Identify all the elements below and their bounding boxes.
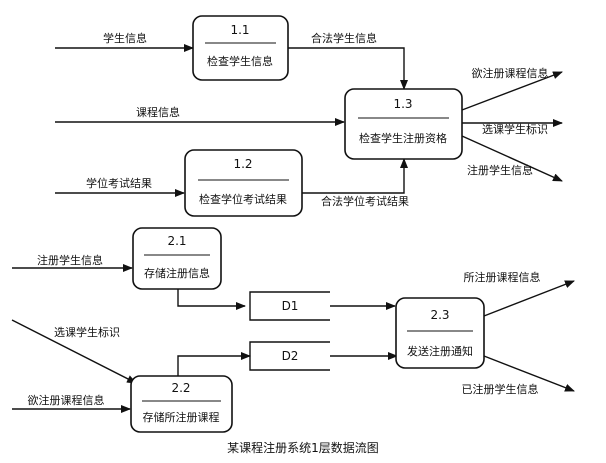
- flow-label-course-select-id-out: 选课学生标识: [482, 122, 548, 136]
- flow-label-registered-student-in: 注册学生信息: [37, 253, 103, 267]
- flow-line-wanted-courses-out: [461, 71, 563, 111]
- flow-label-registered-courses: 所注册课程信息: [464, 270, 541, 284]
- flow-label-wanted-courses-in: 欲注册课程信息: [28, 393, 105, 407]
- diagram-caption: 某课程注册系统1层数据流图: [227, 440, 379, 455]
- data-store-d2-label: D2: [282, 349, 299, 363]
- data-store-d2: D2: [249, 341, 330, 371]
- flow-line-valid-student-info: [288, 47, 408, 90]
- flow-line-2-1-to-d1: [177, 289, 246, 310]
- flow-line-valid-degree-exam: [302, 158, 408, 194]
- process-2-3: 2.3 发送注册通知: [395, 297, 485, 369]
- flow-line-course-select-id-in: [11, 319, 137, 384]
- data-store-d1-label: D1: [282, 299, 299, 313]
- process-2-2: 2.2 存储所注册课程: [130, 375, 233, 433]
- process-1-3: 1.3 检查学生注册资格: [344, 88, 463, 160]
- process-2-1: 2.1 存储注册信息: [132, 227, 222, 290]
- process-1-2-name: 检查学位考试结果: [199, 192, 287, 206]
- process-1-1-name: 检查学生信息: [207, 54, 273, 68]
- process-2-3-id: 2.3: [430, 308, 449, 322]
- process-2-1-id: 2.1: [167, 234, 186, 248]
- flow-label-course-info: 课程信息: [136, 105, 180, 119]
- process-1-1-id: 1.1: [230, 23, 249, 37]
- flow-label-registered-students: 已注册学生信息: [462, 382, 539, 396]
- process-1-2: 1.2 检查学位考试结果: [184, 149, 303, 217]
- flow-line-registered-students-out: [483, 355, 575, 392]
- flow-label-degree-exam: 学位考试结果: [86, 176, 152, 190]
- process-1-1: 1.1 检查学生信息: [192, 15, 289, 81]
- flow-label-valid-degree-exam: 合法学位考试结果: [321, 194, 409, 208]
- process-1-3-id: 1.3: [393, 97, 412, 111]
- process-2-3-name: 发送注册通知: [407, 344, 473, 358]
- data-store-d1: D1: [249, 291, 330, 321]
- process-1-2-id: 1.2: [233, 157, 252, 171]
- process-2-1-name: 存储注册信息: [144, 266, 210, 280]
- flow-label-course-select-id-in: 选课学生标识: [54, 325, 120, 339]
- process-1-3-name: 检查学生注册资格: [359, 131, 447, 145]
- process-2-2-name: 存储所注册课程: [143, 410, 220, 424]
- flow-line-registered-student-out: [461, 135, 563, 182]
- flow-label-valid-student-info: 合法学生信息: [311, 31, 377, 45]
- flow-label-registered-student-out: 注册学生信息: [467, 163, 533, 177]
- process-2-2-id: 2.2: [171, 381, 190, 395]
- flow-line-registered-courses-out: [483, 280, 575, 317]
- flow-label-wanted-courses-out: 欲注册课程信息: [472, 66, 549, 80]
- flow-label-student-info: 学生信息: [103, 31, 147, 45]
- flow-line-2-2-to-d2: [177, 352, 251, 376]
